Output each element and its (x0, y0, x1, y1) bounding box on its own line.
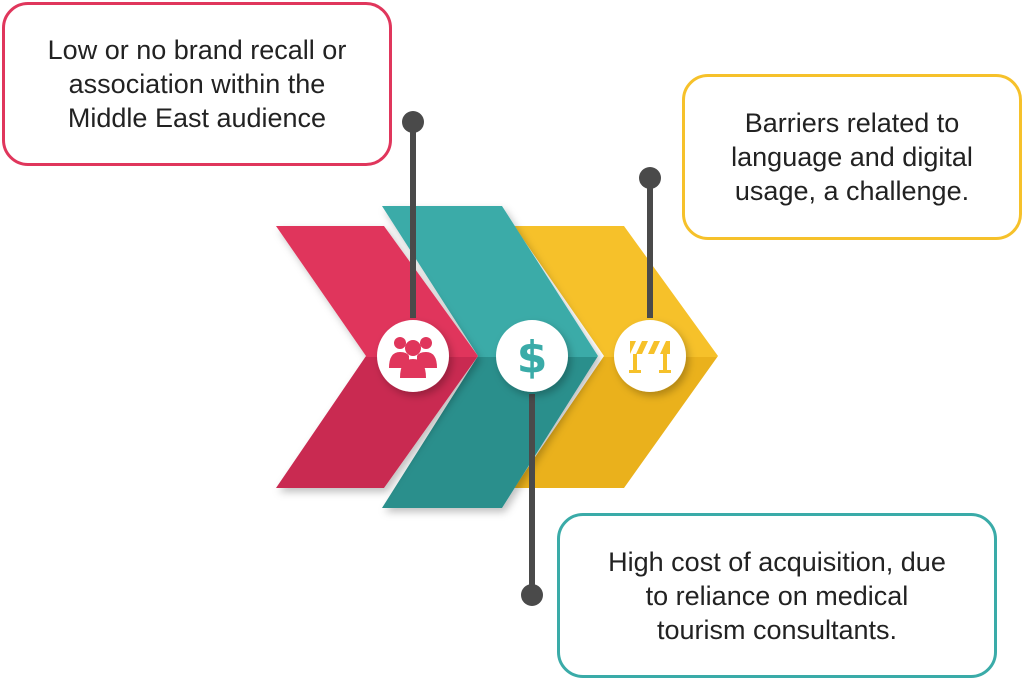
chevron-red (276, 226, 478, 488)
chevron-teal (382, 206, 598, 508)
callout-brand-recall: Low or no brand recall or association wi… (2, 2, 392, 166)
connector-teal (521, 394, 543, 606)
connector-yellow (639, 167, 661, 318)
callout-acquisition-cost-text: High cost of acquisition, due to relianc… (608, 546, 946, 645)
callout-brand-recall-text: Low or no brand recall or association wi… (47, 35, 347, 133)
step-red-icon-badge (377, 320, 449, 392)
road-barrier-icon (629, 341, 671, 373)
callout-language-barriers: Barriers related to language and digital… (682, 74, 1022, 240)
connector-red (402, 111, 424, 318)
dollar-sign-icon: $ (517, 332, 548, 383)
people-group-icon (389, 337, 437, 378)
step-yellow-icon-badge (614, 320, 686, 392)
callout-acquisition-cost: High cost of acquisition, due to relianc… (557, 513, 997, 678)
step-teal-icon-badge: $ (496, 320, 568, 392)
callout-language-barriers-text: Barriers related to language and digital… (731, 108, 973, 206)
